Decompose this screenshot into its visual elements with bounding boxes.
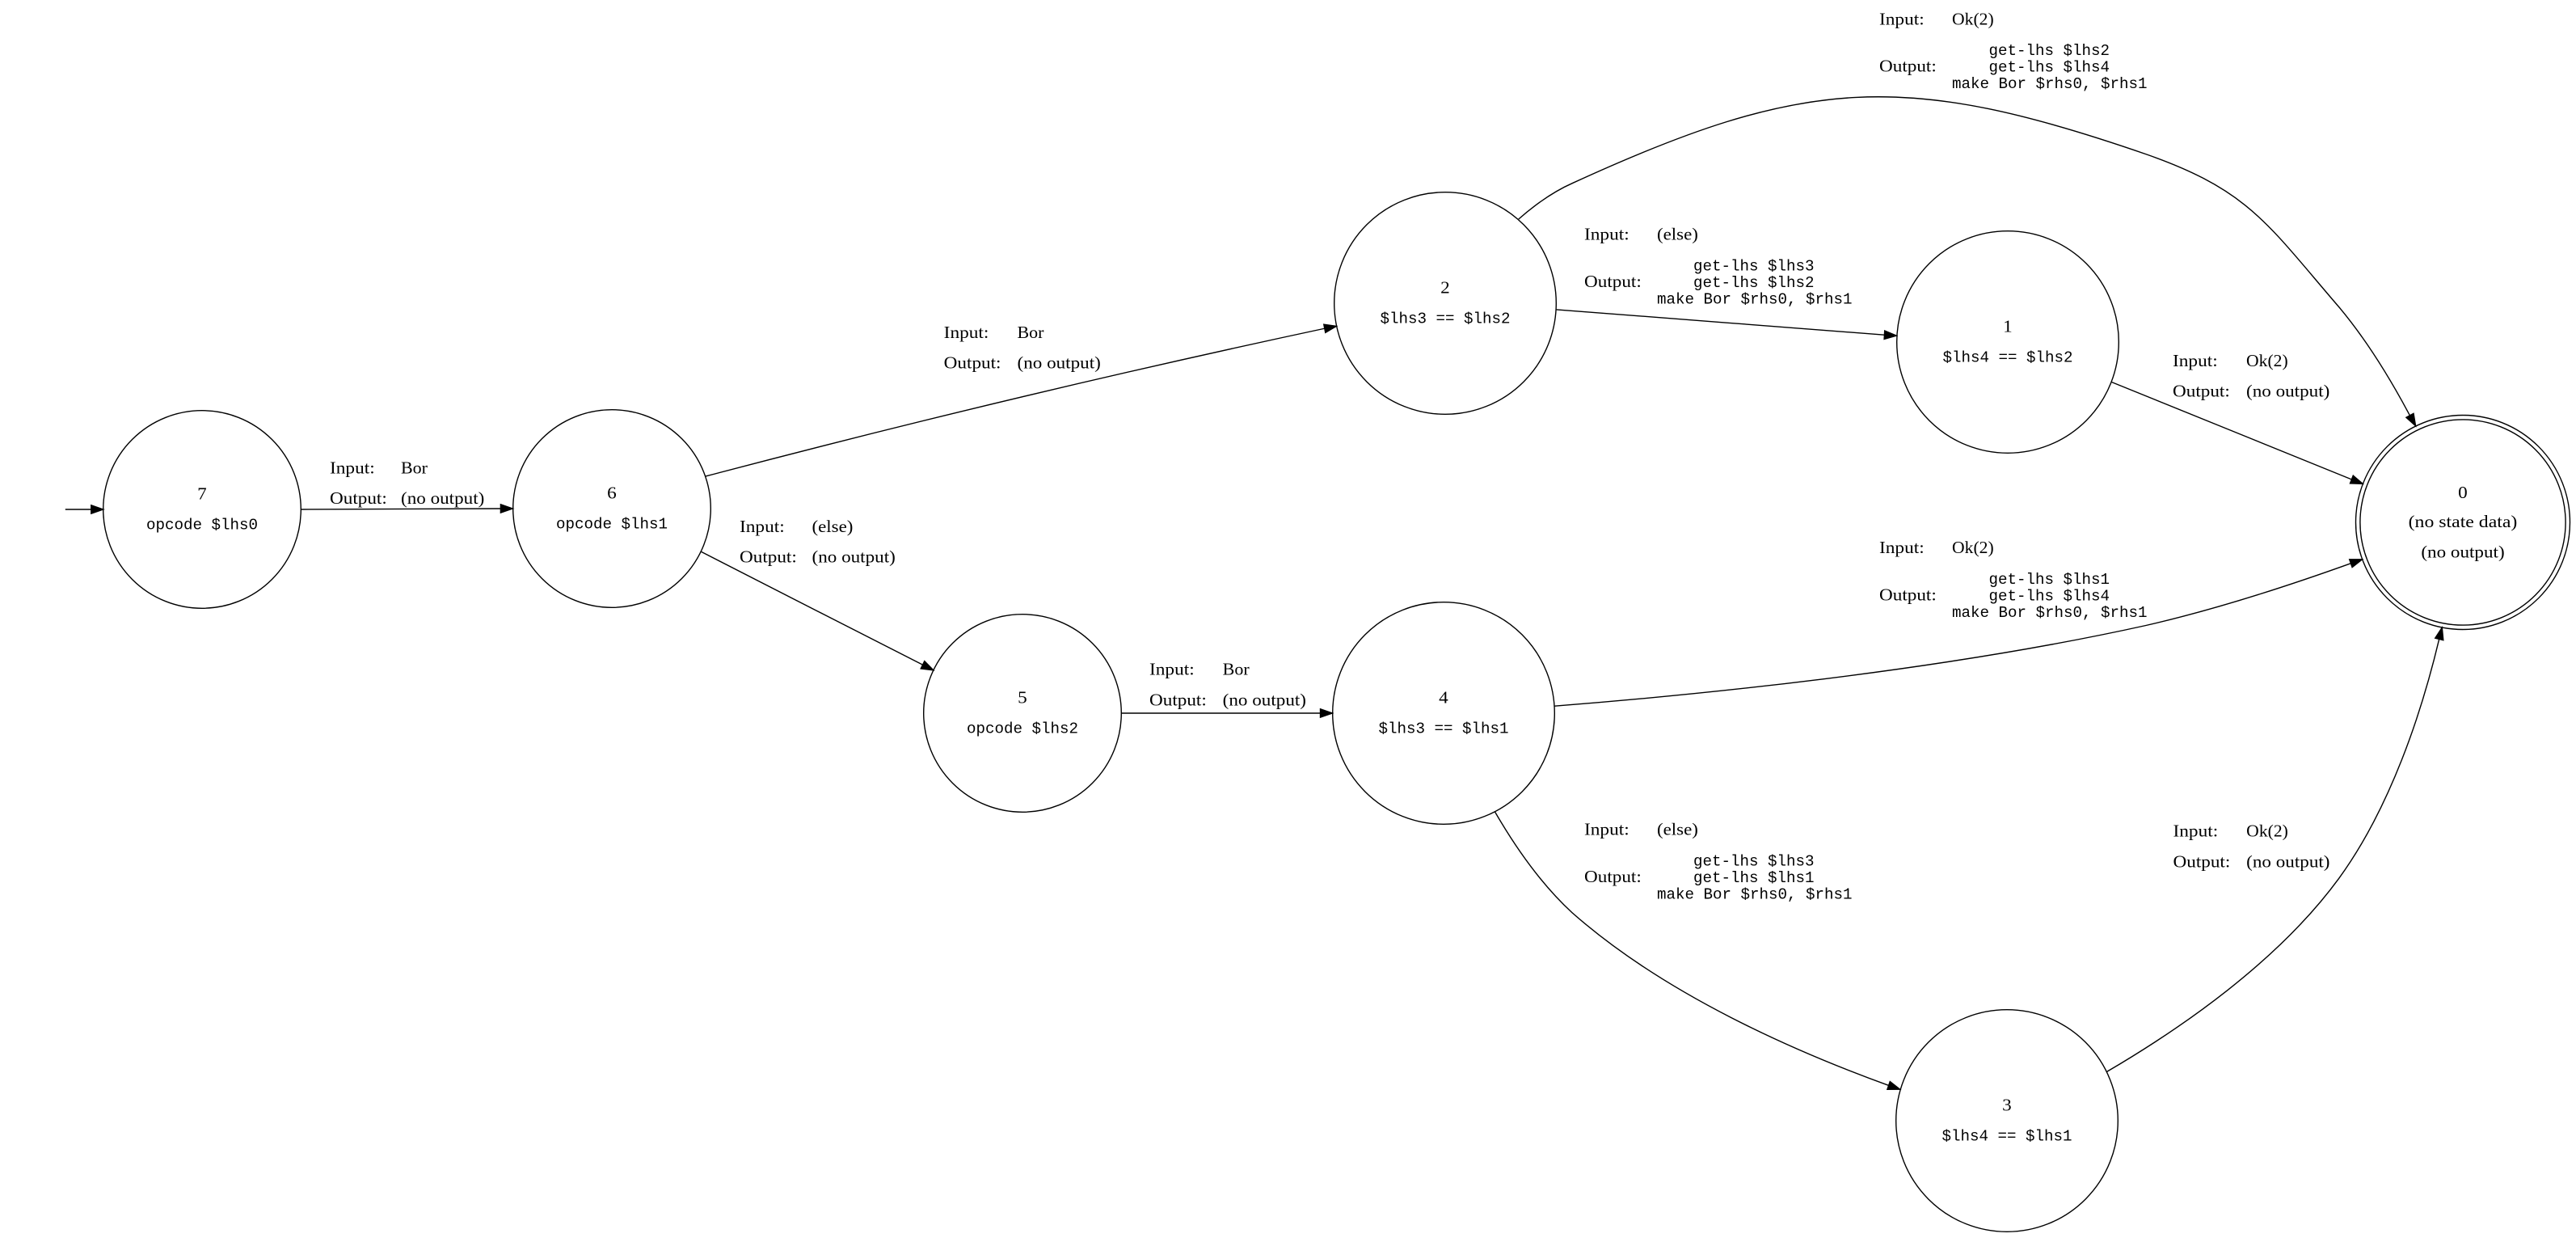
- svg-text:Bor: Bor: [1223, 660, 1250, 679]
- svg-text:get-lhs $lhs2: get-lhs $lhs2: [1693, 274, 1815, 292]
- svg-text:Output:: Output:: [330, 488, 387, 508]
- svg-text:Output:: Output:: [944, 353, 1001, 373]
- svg-text:Ok(2): Ok(2): [2246, 351, 2288, 370]
- svg-text:Output:: Output:: [2173, 382, 2230, 401]
- svg-text:(no output): (no output): [1018, 353, 1101, 373]
- svg-text:make Bor $rhs0, $rhs1: make Bor $rhs0, $rhs1: [1952, 604, 2148, 622]
- svg-text:$lhs4 == $lhs2: $lhs4 == $lhs2: [1943, 349, 2073, 367]
- svg-text:Bor: Bor: [401, 458, 428, 477]
- svg-text:Input:: Input:: [2173, 351, 2218, 370]
- svg-text:make Bor $rhs0, $rhs1: make Bor $rhs0, $rhs1: [1657, 290, 1853, 308]
- svg-text:(no state data): (no state data): [2409, 512, 2518, 531]
- svg-text:Input:: Input:: [1879, 538, 1925, 557]
- svg-text:3: 3: [2002, 1096, 2012, 1115]
- svg-text:Input:: Input:: [740, 517, 785, 536]
- svg-text:Bor: Bor: [1018, 323, 1044, 342]
- svg-text:4: 4: [1439, 688, 1448, 708]
- svg-text:Output:: Output:: [1584, 272, 1642, 291]
- svg-text:Output:: Output:: [1879, 57, 1937, 76]
- svg-text:(else): (else): [1657, 225, 1698, 244]
- svg-text:get-lhs $lhs2: get-lhs $lhs2: [1989, 42, 2110, 60]
- svg-text:5: 5: [1018, 688, 1027, 708]
- svg-text:Output:: Output:: [2173, 852, 2231, 872]
- svg-text:(else): (else): [812, 517, 854, 536]
- svg-text:(no output): (no output): [812, 547, 896, 567]
- svg-text:Output:: Output:: [740, 547, 797, 567]
- svg-text:$lhs3 == $lhs1: $lhs3 == $lhs1: [1379, 720, 1509, 738]
- svg-text:$lhs4 == $lhs1: $lhs4 == $lhs1: [1942, 1128, 2072, 1146]
- svg-text:2: 2: [1440, 278, 1450, 298]
- svg-text:Input:: Input:: [1149, 660, 1195, 679]
- svg-text:0: 0: [2458, 483, 2468, 502]
- svg-text:Ok(2): Ok(2): [2246, 822, 2288, 841]
- svg-text:(no output): (no output): [401, 488, 484, 508]
- svg-text:Output:: Output:: [1584, 867, 1642, 886]
- svg-text:Ok(2): Ok(2): [1952, 9, 1994, 28]
- svg-text:$lhs3 == $lhs2: $lhs3 == $lhs2: [1381, 310, 1511, 328]
- svg-text:get-lhs $lhs4: get-lhs $lhs4: [1989, 587, 2110, 605]
- svg-text:Input:: Input:: [2173, 822, 2219, 841]
- svg-text:get-lhs $lhs3: get-lhs $lhs3: [1693, 258, 1815, 276]
- svg-text:Input:: Input:: [1584, 820, 1629, 839]
- svg-text:(else): (else): [1657, 820, 1698, 839]
- svg-text:Input:: Input:: [1584, 225, 1629, 244]
- svg-text:get-lhs $lhs3: get-lhs $lhs3: [1693, 853, 1815, 871]
- svg-text:get-lhs $lhs1: get-lhs $lhs1: [1693, 869, 1815, 887]
- svg-text:(no output): (no output): [2246, 852, 2329, 872]
- svg-text:opcode $lhs2: opcode $lhs2: [967, 720, 1078, 738]
- svg-text:7: 7: [197, 484, 207, 504]
- svg-text:1: 1: [2003, 317, 2013, 336]
- svg-text:get-lhs $lhs1: get-lhs $lhs1: [1989, 571, 2110, 589]
- svg-text:Output:: Output:: [1879, 585, 1937, 604]
- svg-text:6: 6: [607, 484, 617, 503]
- svg-text:make Bor $rhs0, $rhs1: make Bor $rhs0, $rhs1: [1952, 75, 2148, 93]
- svg-text:(no output): (no output): [2421, 542, 2504, 561]
- svg-text:opcode $lhs0: opcode $lhs0: [146, 517, 258, 534]
- svg-text:(no output): (no output): [1223, 691, 1306, 710]
- svg-text:Input:: Input:: [330, 458, 375, 477]
- svg-text:Ok(2): Ok(2): [1952, 538, 1994, 557]
- svg-text:Output:: Output:: [1149, 691, 1207, 710]
- svg-text:Input:: Input:: [944, 323, 989, 342]
- svg-text:get-lhs $lhs4: get-lhs $lhs4: [1989, 59, 2110, 77]
- svg-text:make Bor $rhs0, $rhs1: make Bor $rhs0, $rhs1: [1657, 885, 1853, 903]
- svg-text:Input:: Input:: [1879, 9, 1925, 28]
- svg-text:(no output): (no output): [2246, 382, 2329, 401]
- svg-text:opcode $lhs1: opcode $lhs1: [556, 516, 668, 534]
